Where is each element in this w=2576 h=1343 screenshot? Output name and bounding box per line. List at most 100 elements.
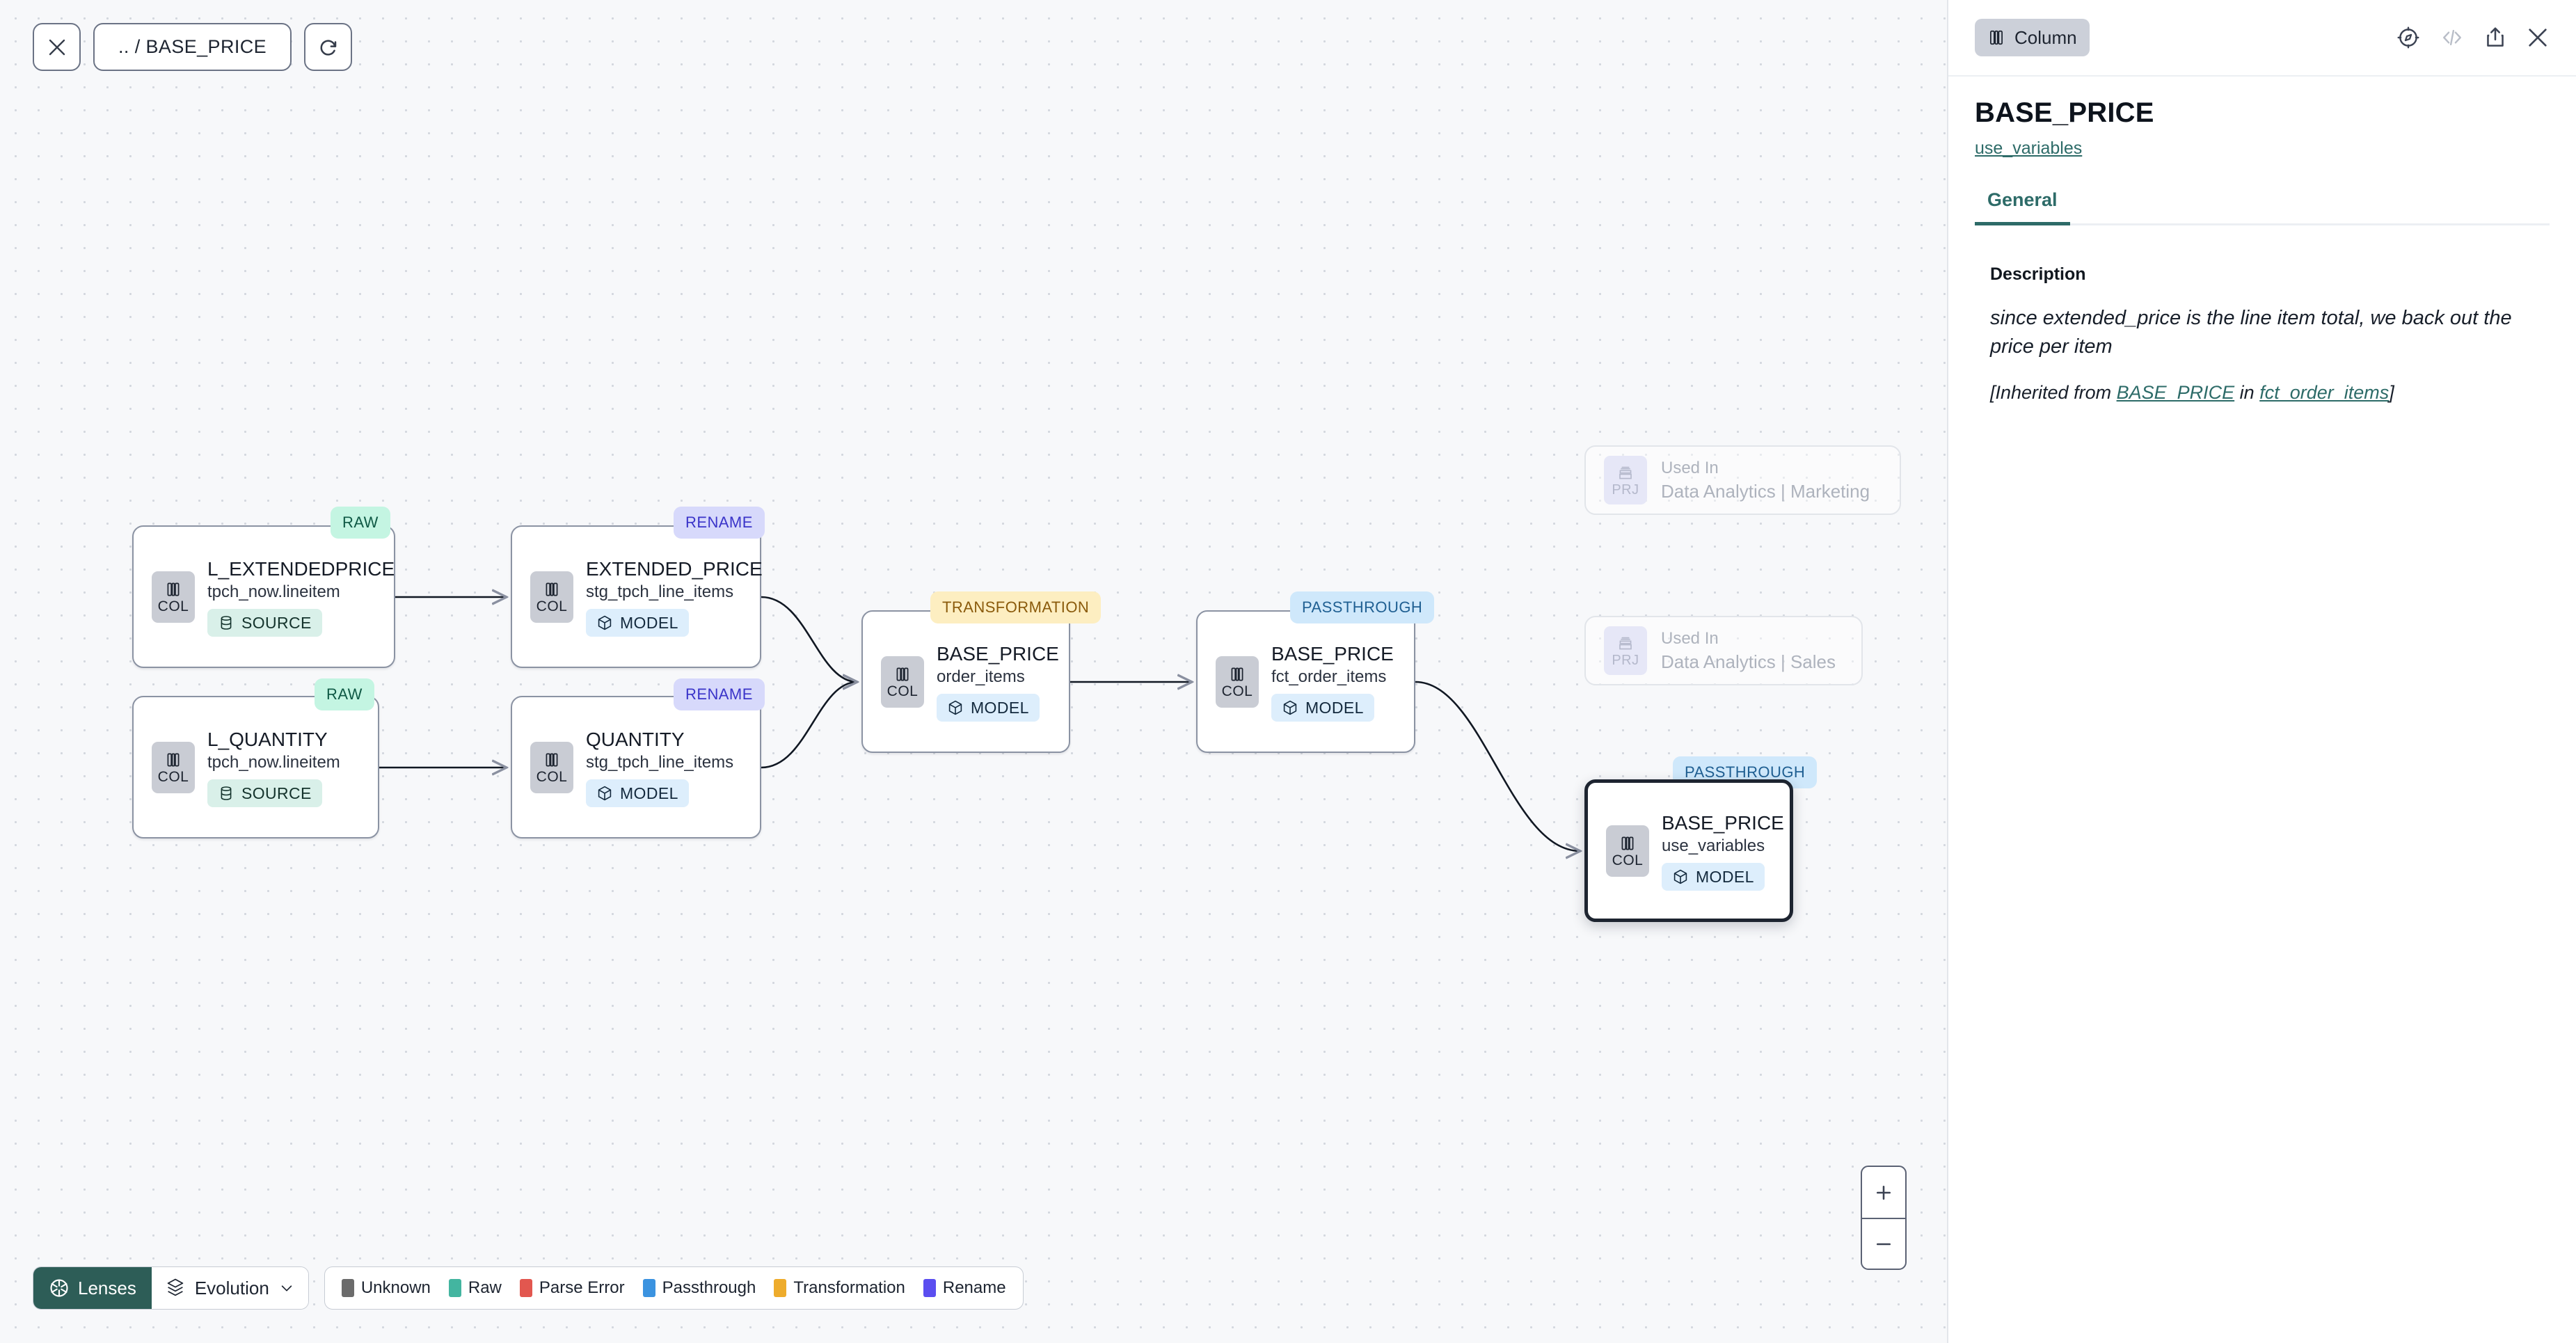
inherited-column-link[interactable]: BASE_PRICE (2116, 382, 2235, 404)
node-type-label: COL (536, 598, 568, 614)
legend-item-transformation[interactable]: Transformation (774, 1278, 905, 1298)
node-asset-label: SOURCE (241, 613, 312, 632)
project-type-tag: PRJ (1604, 456, 1647, 504)
node-badge-order_items: TRANSFORMATION (930, 591, 1102, 623)
used-in-label: Used In (1661, 458, 1719, 477)
legend-swatch (519, 1279, 532, 1297)
legend-item-rename[interactable]: Rename (923, 1278, 1006, 1298)
legend-item-raw[interactable]: Raw (448, 1278, 502, 1298)
node-type-label: COL (887, 683, 919, 699)
legend: Unknown Raw Parse Error Passthrough Transfor… (324, 1266, 1024, 1310)
close-icon (49, 39, 65, 55)
node-type-tag: COL (530, 571, 573, 623)
inherited-middle: in (2234, 382, 2260, 404)
breadcrumb[interactable]: .. / BASE_PRICE (93, 23, 292, 71)
legend-label: Parse Error (539, 1278, 625, 1297)
zoom-in-button[interactable] (1862, 1167, 1905, 1218)
refresh-button[interactable] (304, 23, 353, 71)
minus-icon (1876, 1243, 1891, 1245)
lenses-label: Lenses (78, 1277, 136, 1298)
inherited-suffix: ] (2389, 382, 2394, 404)
node-asset-chip: MODEL (1271, 694, 1374, 722)
legend-swatch (774, 1279, 787, 1297)
database-icon (221, 786, 232, 800)
column-icon (167, 752, 180, 767)
node-asset-label: SOURCE (241, 784, 312, 802)
database-icon (221, 616, 232, 630)
evolution-dropdown[interactable]: Evolution (151, 1267, 308, 1309)
legend-item-parse-error[interactable]: Parse Error (519, 1278, 625, 1298)
node-title: L_EXTENDEDPRICE (207, 557, 395, 580)
share-icon[interactable] (2484, 26, 2506, 49)
entity-kind-badge: Column (1975, 19, 2090, 56)
column-icon (1231, 667, 1243, 681)
page-title: BASE_PRICE (1975, 97, 2154, 128)
node-title: BASE_PRICE (1271, 642, 1394, 665)
refresh-icon (320, 39, 336, 56)
zoom-out-button[interactable] (1862, 1218, 1905, 1269)
legend-label: Transformation (793, 1278, 905, 1297)
cube-icon (598, 615, 612, 630)
tab-general[interactable]: General (1975, 189, 2070, 225)
project-type-label: PRJ (1612, 482, 1639, 498)
node-badge-quantity: RENAME (674, 678, 765, 710)
node-type-label: COL (157, 598, 189, 614)
project-icon (1619, 637, 1632, 649)
description-label: Description (1990, 264, 2086, 284)
node-asset-chip: MODEL (586, 779, 689, 808)
node-asset-chip: MODEL (586, 609, 689, 637)
node-type-label: COL (1221, 683, 1253, 699)
project-icon (1619, 466, 1632, 479)
canvas-bottom-bar: Lenses Evolution Unknown Raw Parse Error Pa… (33, 1266, 1024, 1310)
node-subtitle: fct_order_items (1271, 667, 1387, 687)
node-badge-l_quantity: RAW (315, 678, 374, 710)
zoom-controls (1861, 1166, 1907, 1270)
node-asset-chip: MODEL (1662, 863, 1765, 891)
column-icon (167, 582, 180, 596)
node-title: L_QUANTITY (207, 728, 328, 750)
node-type-label: COL (157, 768, 189, 785)
lenses-button[interactable]: Lenses (33, 1267, 152, 1309)
used-in-label: Used In (1661, 628, 1719, 648)
legend-swatch (448, 1279, 461, 1297)
compass-icon[interactable] (2396, 26, 2420, 49)
model-link[interactable]: use_variables (1975, 138, 2083, 158)
legend-swatch (923, 1279, 936, 1297)
node-asset-chip: SOURCE (207, 609, 322, 637)
legend-item-unknown[interactable]: Unknown (341, 1278, 431, 1298)
cube-icon (948, 700, 962, 715)
legend-swatch (642, 1279, 655, 1297)
close-icon[interactable] (2526, 26, 2550, 49)
inherited-from-note: [Inherited from BASE_PRICE in fct_order_… (1990, 382, 2534, 404)
column-icon (1990, 30, 2003, 45)
node-asset-label: MODEL (620, 613, 678, 632)
inherited-model-link[interactable]: fct_order_items (2259, 382, 2390, 404)
evolution-label: Evolution (194, 1277, 269, 1298)
legend-label: Rename (942, 1278, 1006, 1297)
node-subtitle: tpch_now.lineitem (207, 582, 340, 602)
canvas-toolbar: .. / BASE_PRICE (33, 23, 353, 71)
node-asset-chip: MODEL (937, 694, 1040, 722)
node-type-tag: COL (152, 741, 195, 793)
legend-item-passthrough[interactable]: Passthrough (642, 1278, 756, 1298)
code-icon[interactable] (2440, 26, 2465, 49)
node-type-tag: COL (1606, 825, 1649, 877)
project-type-tag: PRJ (1604, 626, 1647, 675)
legend-label: Raw (468, 1278, 502, 1297)
cube-icon (598, 786, 612, 801)
node-asset-label: MODEL (1696, 867, 1754, 886)
node-asset-label: MODEL (1305, 698, 1364, 717)
details-panel: Column (1947, 0, 2576, 1343)
legend-label: Unknown (360, 1278, 431, 1297)
close-canvas-button[interactable] (33, 23, 81, 71)
